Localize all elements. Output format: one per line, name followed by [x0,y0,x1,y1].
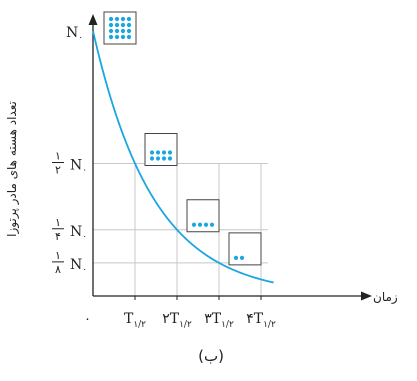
nuclei-box [186,199,220,233]
y-axis-arrow [88,14,98,25]
guide-lines [93,163,268,296]
y-axis-label: تعداد هسته های مادر پرتوزا [5,101,19,237]
nucleus-dot [155,156,161,161]
x-tick-label: ۲T۱/۲ [162,311,192,330]
nucleus-dot [120,34,126,40]
x-tick-labels: T۱/۲ ۲T۱/۲ ۳T۱/۲ ۴T۱/۲ [124,296,276,330]
nucleus-dot [203,222,209,227]
nucleus-dot [161,150,167,155]
origin-label: ۰ [84,312,91,327]
nucleus-dot [149,156,155,161]
nucleus-dot [126,34,132,40]
nucleus-dot [114,22,120,28]
nucleus-dot [114,34,120,40]
nucleus-dot [233,255,239,260]
x-tick-label: T۱/۲ [124,311,146,330]
x-tick-label: ۴T۱/۲ [246,311,276,330]
nucleus-dot [108,22,114,28]
figure-caption: (ب) [198,347,224,365]
nucleus-dot [120,22,126,28]
nucleus-dot [239,255,245,260]
fraction-denominator: ۸ [55,263,61,276]
y-tick-label: N۰ [70,257,87,275]
nucleus-dot [108,16,114,22]
fraction-numerator: ۱ [55,249,61,262]
nucleus-dot [167,150,173,155]
fraction-numerator: ۱ [55,216,61,229]
nuclei-boxes [103,11,262,266]
nucleus-dot [209,222,215,227]
x-tick-label: ۳T۱/۲ [204,311,234,330]
nucleus-dot [197,222,203,227]
x-axis-label: زمان [373,290,398,304]
nuclei-box [103,11,137,45]
nucleus-dot [191,222,197,227]
nucleus-dot [108,28,114,34]
nucleus-dot [114,16,120,22]
nucleus-dot [126,28,132,34]
fraction-numerator: ۱ [55,150,61,163]
axes [88,14,372,301]
nuclei-box [144,133,178,166]
y-tick-label: N۰ [70,224,87,242]
fraction-denominator: ۲ [55,164,61,177]
fraction-denominator: ۴ [55,230,61,243]
nuclei-box [228,232,262,266]
y-tick-label: N۰ [70,158,87,176]
nucleus-dot [126,22,132,28]
nucleus-dot [126,16,132,22]
x-axis-arrow [361,291,372,301]
nucleus-dot [120,16,126,22]
nucleus-dot [155,150,161,155]
nucleus-dot [149,150,155,155]
nucleus-dot [120,28,126,34]
y-tick-label: N۰ [66,25,83,43]
nucleus-dot [167,156,173,161]
nucleus-dot [161,156,167,161]
nucleus-dot [114,28,120,34]
nucleus-dot [108,34,114,40]
decay-curve [92,30,274,284]
